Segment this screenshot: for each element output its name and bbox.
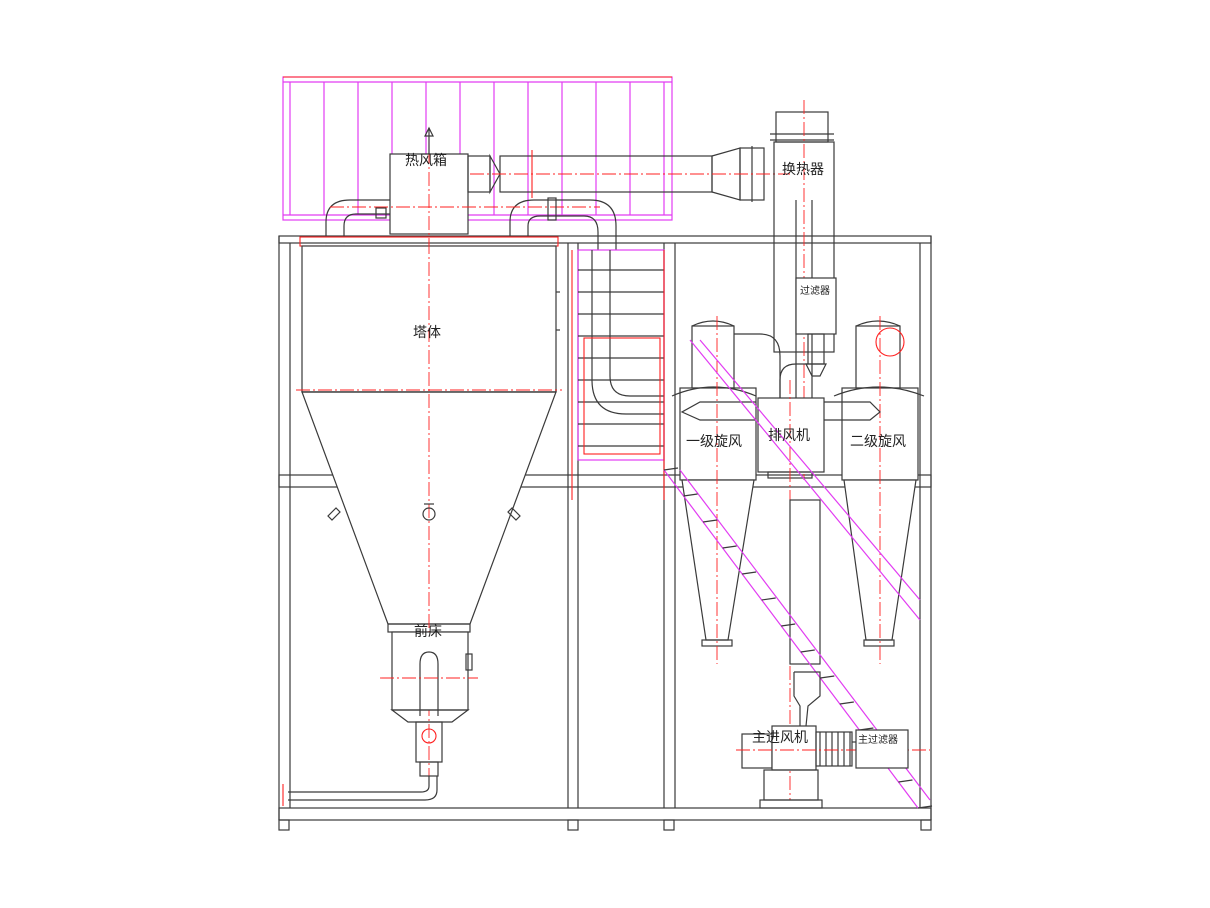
stair-tread: [781, 623, 796, 627]
inclined-stair: [663, 339, 933, 809]
stair-tread: [917, 805, 933, 809]
front-bed: [282, 631, 478, 806]
elbow-ducts-top: [325, 197, 617, 250]
label-tower-body: 塔体: [413, 325, 441, 341]
label-filter: 过滤器: [800, 284, 830, 297]
label-hot-air-box: 热风箱: [405, 153, 447, 169]
label-main-filter: 主过滤器: [858, 733, 898, 746]
stair-tread: [683, 493, 698, 497]
primary-cyclone: [671, 316, 781, 664]
main-inlet-fan: [736, 671, 930, 809]
stair-tread: [761, 597, 776, 601]
label-exhaust-fan: 排风机: [768, 428, 810, 444]
label-front-bed: 前床: [414, 623, 442, 640]
stair-tread: [839, 701, 854, 705]
equipment-labels: 热风箱 换热器 塔体 过滤器 一级旋风 排风机 二级旋风 主进风机 主过滤器 前…: [405, 153, 906, 746]
frame-foot: [920, 819, 932, 831]
exhaust-fan: [757, 363, 825, 800]
tower-body: [296, 236, 562, 790]
hot-air-box: [389, 126, 501, 250]
main-filter: [852, 729, 909, 769]
frame-foot: [278, 819, 290, 831]
stair-tread: [663, 467, 679, 471]
filter-box: [795, 277, 837, 377]
label-heat-exchanger: 换热器: [782, 161, 824, 178]
middle-pipe-rack: [571, 249, 665, 500]
stair-tread: [742, 571, 757, 575]
duct-to-heat-exchanger: [470, 146, 790, 202]
top-railing-platform: [282, 76, 673, 221]
frame-foot: [663, 819, 675, 831]
stair-tread: [820, 675, 835, 679]
stair-tread: [898, 779, 913, 783]
stair-tread: [722, 545, 737, 549]
label-main-inlet-fan: 主进风机: [752, 730, 808, 746]
stair-tread: [702, 519, 718, 523]
stair-tread: [800, 649, 815, 653]
frame-foot: [567, 819, 579, 831]
label-secondary-cyclone: 二级旋风: [850, 434, 906, 450]
secondary-cyclone: [824, 316, 925, 664]
label-primary-cyclone: 一级旋风: [686, 434, 742, 450]
